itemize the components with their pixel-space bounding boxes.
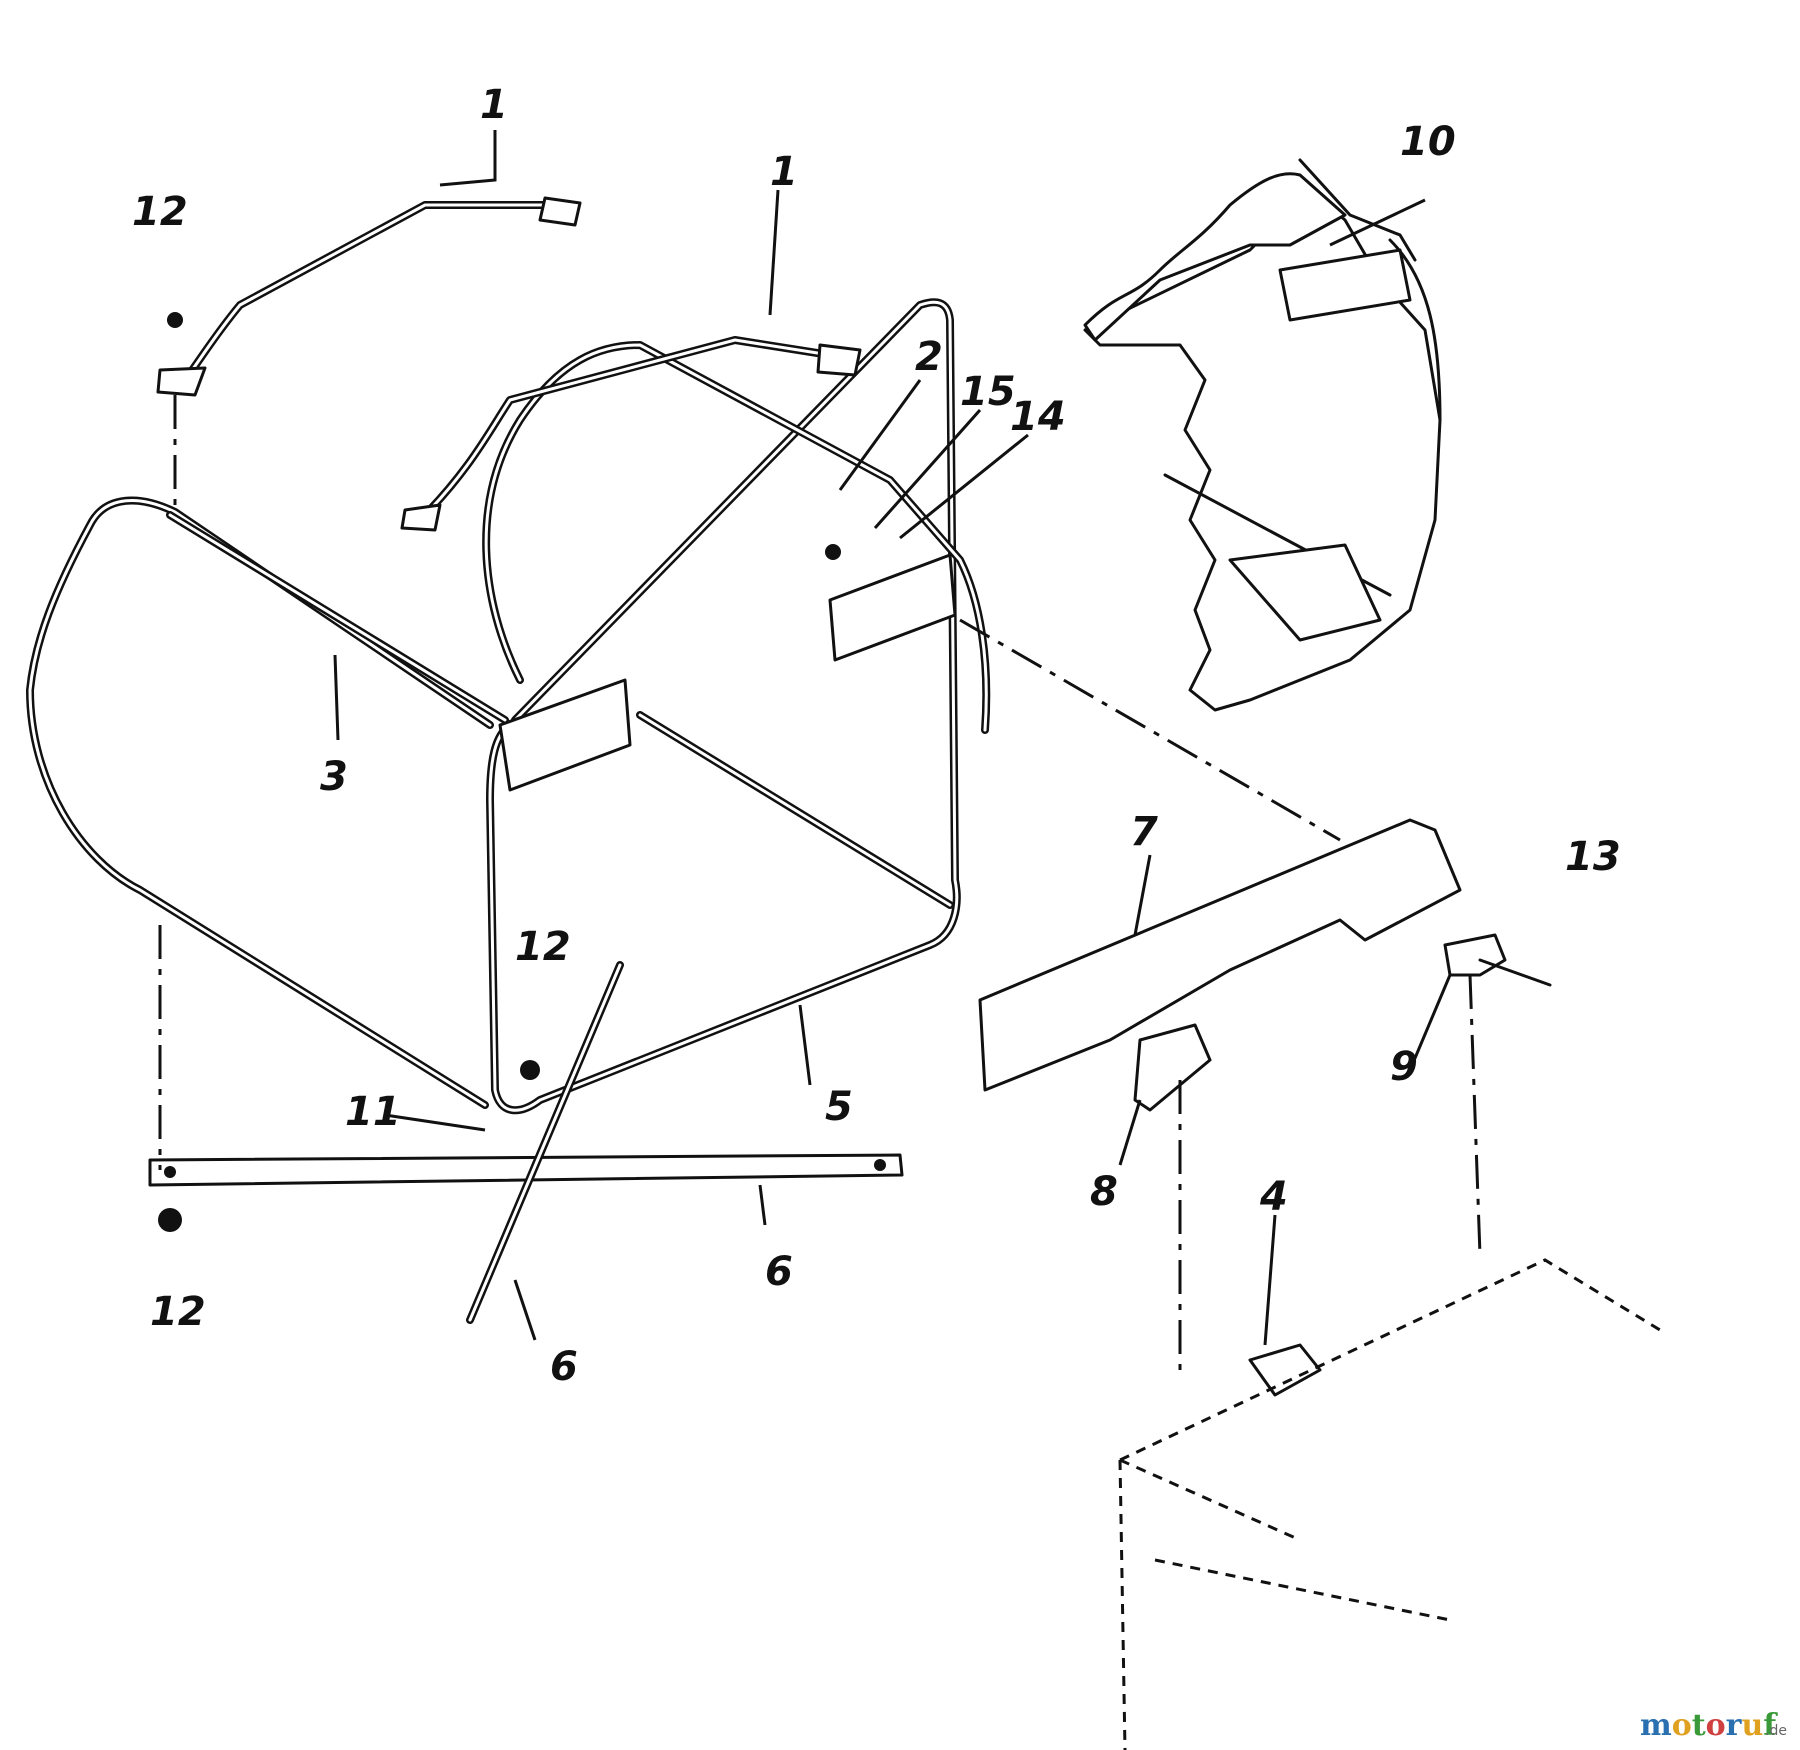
hinge-bracket [1443,933,1507,977]
callout-6a: 6 [765,1249,793,1295]
side-frame-left [26,496,494,1109]
callout-1b: 1 [770,149,798,195]
callout-8: 8 [1090,1169,1118,1215]
callout-15: 15 [960,369,1016,415]
back-frame [482,341,991,909]
watermark: motoruf .de [1640,1708,1787,1743]
assembly-lines [158,395,1482,1380]
callout-4: 4 [1259,1174,1288,1220]
watermark-text: motoruf [1640,1708,1778,1743]
callout-7: 7 [1130,809,1158,855]
bracket-plate [1133,1023,1212,1112]
callout-1a: 1 [480,82,508,128]
callout-12-bottom: 12 [150,1289,206,1335]
mount-plate-left [498,678,632,792]
callout-9: 9 [1390,1044,1418,1090]
nut-12-bottom [158,1208,182,1232]
nut-12-mid [520,1060,540,1080]
deflector-plate [978,818,1462,1092]
callout-2: 2 [915,334,943,380]
callout-6b: 6 [550,1344,578,1390]
mower-housing [1118,1258,1661,1750]
nut-12-top [167,312,183,328]
stay-horizontal [148,1153,904,1187]
callout-12-top: 12 [132,189,188,235]
watermark-suffix: .de [1765,1723,1787,1739]
catcher-bag [1083,158,1442,712]
top-rail [166,511,509,724]
callout-3: 3 [320,754,348,800]
callout-5: 5 [825,1084,853,1130]
latch [1248,1343,1322,1397]
front-frame [486,298,961,1115]
mount-plate-right [828,553,957,662]
callouts: 1 1 12 10 2 15 14 3 7 13 12 9 5 11 8 4 6… [132,82,1621,1390]
support-rod-1-left [156,196,582,397]
support-rod-1-right [400,336,862,532]
callout-13: 13 [1565,834,1621,880]
bolt [1478,958,1552,987]
callout-12-mid: 12 [515,924,571,970]
callout-10: 10 [1400,119,1456,165]
stay-diagonal [466,961,624,1324]
leader-lines [333,130,1452,1346]
nut-15 [825,544,841,560]
callout-14: 14 [1010,394,1066,440]
callout-11: 11 [345,1089,401,1135]
